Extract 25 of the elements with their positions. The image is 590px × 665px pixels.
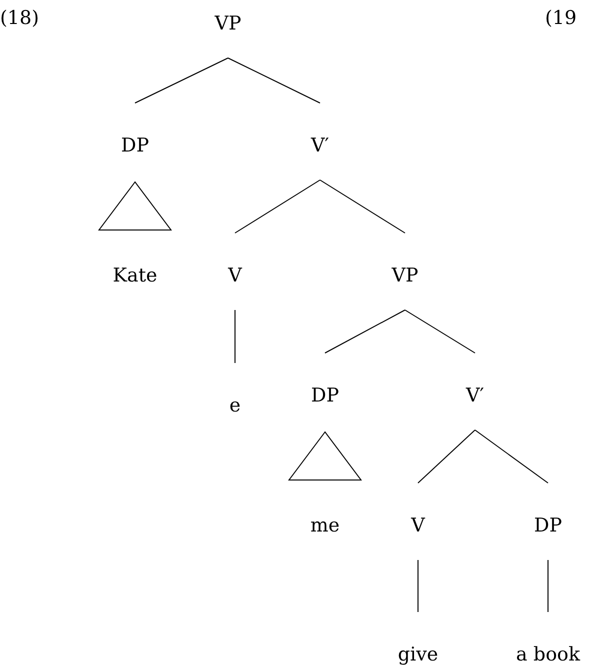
tree-node-label: VP xyxy=(392,266,418,286)
tree-node-label: Kate xyxy=(112,266,158,286)
branch-line xyxy=(134,58,228,104)
branch-line xyxy=(418,430,476,484)
tree-node-label: e xyxy=(229,396,241,416)
branch-line xyxy=(228,58,320,104)
tree-node-label: VP xyxy=(214,14,242,34)
tree-node-label: DP xyxy=(534,516,562,536)
tree-node-label: a book xyxy=(516,646,580,664)
branch-line xyxy=(320,180,406,234)
branch-line xyxy=(234,180,320,234)
tree-node-label: give xyxy=(398,646,438,664)
example-number: (18) xyxy=(0,9,40,28)
tree-node-label: me xyxy=(310,516,340,536)
tree-node-label: V xyxy=(228,266,242,286)
example-number: (19 xyxy=(545,9,577,28)
tree-node-label: V xyxy=(411,516,425,536)
branch-line xyxy=(324,310,406,354)
tree-node-label: V′ xyxy=(466,386,484,406)
tree-node-label: DP xyxy=(120,136,150,156)
branch-line xyxy=(234,310,236,364)
branch-line xyxy=(474,430,548,484)
tree-node-label: V′ xyxy=(310,136,330,156)
branch-line xyxy=(404,310,476,354)
tree-node-label: DP xyxy=(310,386,340,406)
